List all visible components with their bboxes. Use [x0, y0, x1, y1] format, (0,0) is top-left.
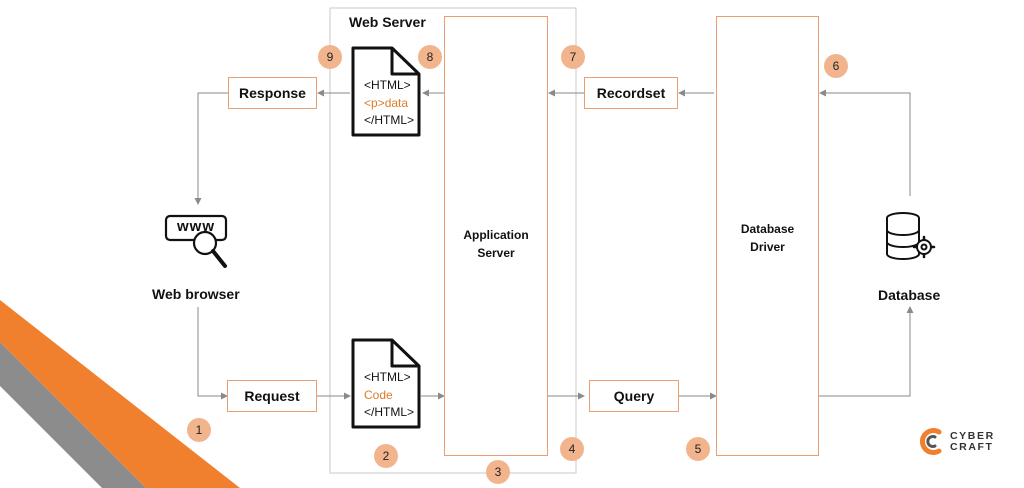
gray-stripe — [0, 342, 146, 488]
web-server-title: Web Server — [349, 14, 426, 30]
step-badge-4: 4 — [560, 437, 584, 461]
brand-line2: CRAFT — [950, 441, 994, 453]
application-server-box[interactable] — [444, 16, 548, 456]
step-badge-5: 5 — [686, 437, 710, 461]
brand-line1: CYBER — [950, 430, 995, 442]
doc-bottom-line2: Code — [364, 387, 393, 402]
orange-stripe — [0, 300, 240, 488]
step-badge-3: 3 — [486, 460, 510, 484]
request-box[interactable]: Request — [227, 380, 317, 412]
recordset-box[interactable]: Recordset — [584, 77, 678, 109]
response-box[interactable]: Response — [228, 77, 317, 109]
database-driver-label: Database Driver — [740, 222, 795, 254]
brand-name: CYBER CRAFT — [950, 431, 995, 453]
step-badge-7: 7 — [561, 45, 585, 69]
arrow-response-to-browser — [194, 92, 228, 205]
arrow-driver-to-database — [819, 306, 914, 397]
step-badge-9: 9 — [318, 45, 342, 69]
doc-top-line2: <p>data — [364, 95, 409, 110]
database-driver-box[interactable] — [716, 16, 819, 456]
doc-bottom-line3: </HTML> — [364, 405, 415, 419]
step-badge-6: 6 — [824, 54, 848, 78]
step-badge-8: 8 — [418, 45, 442, 69]
www-icon-text: www — [176, 218, 215, 235]
arrow-database-to-driver — [819, 89, 911, 196]
query-box[interactable]: Query — [589, 380, 679, 412]
web-browser-caption: Web browser — [152, 286, 240, 302]
step-badge-1: 1 — [187, 418, 211, 442]
document-top-content: <HTML> <p>data </HTML> — [364, 77, 414, 130]
web-browser-icon — [164, 214, 228, 268]
doc-bottom-line1: <HTML> — [364, 370, 411, 384]
arrow-browser-to-request — [197, 307, 228, 400]
doc-top-line3: </HTML> — [364, 113, 415, 127]
document-icon-top — [351, 46, 421, 137]
cybercraft-logo-icon — [920, 428, 942, 455]
step-badge-2: 2 — [374, 444, 398, 468]
doc-top-line1: <HTML> — [364, 78, 411, 92]
application-server-label: Application Server — [463, 228, 529, 260]
document-bottom-content: <HTML> Code </HTML> — [364, 369, 414, 422]
database-caption: Database — [878, 287, 941, 303]
database-icon — [886, 212, 936, 260]
web-server-frame — [329, 7, 577, 474]
document-icon-bottom — [351, 338, 421, 429]
